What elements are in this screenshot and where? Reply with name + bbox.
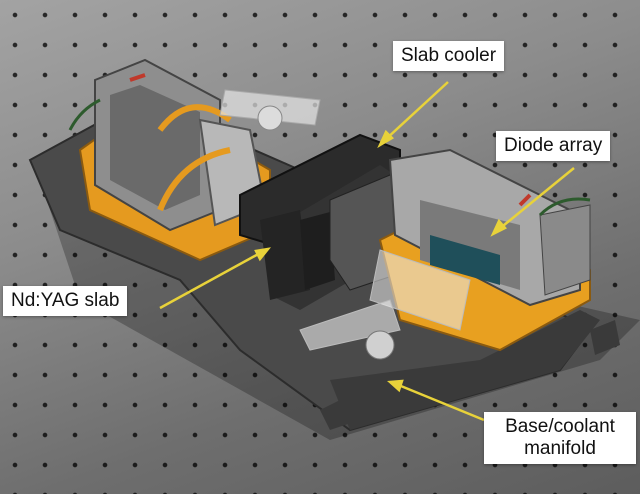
base-coolant-arrow [395, 382, 485, 422]
base-coolant-label-line1: Base/coolant [505, 416, 615, 437]
slab-cooler-label: Slab cooler [393, 41, 505, 71]
callout-arrows [159, 81, 575, 422]
slab-cooler-arrow [384, 81, 449, 141]
base-coolant-label-line2: manifold [524, 438, 596, 459]
ndyag-slab-label: Nd:YAG slab [3, 286, 128, 316]
ndyag-slab-arrow [159, 250, 263, 310]
base-coolant-manifold-label: Base/coolant manifold [484, 412, 636, 464]
diode-array-arrow [497, 167, 575, 231]
diode-array-label: Diode array [496, 131, 611, 161]
